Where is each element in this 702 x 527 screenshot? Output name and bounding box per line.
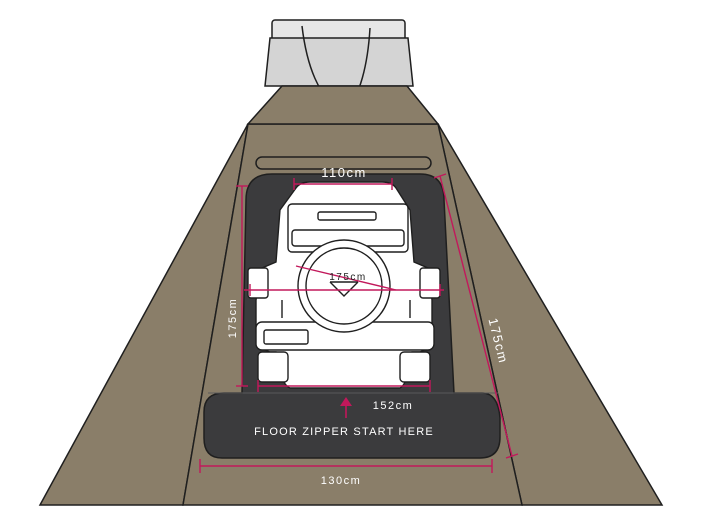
label-width-top: 110cm <box>321 165 367 180</box>
zipper-arrow <box>340 397 352 418</box>
label-height-left: 175cm <box>227 298 239 339</box>
wheel-left-rear <box>257 351 289 383</box>
measure-wheel <box>295 265 397 291</box>
spare-wheel-inner <box>305 247 383 325</box>
tail-light-right <box>419 267 441 299</box>
measurement-lines <box>199 173 519 473</box>
license-plate <box>263 329 309 345</box>
rolled-awning-bar <box>255 156 432 170</box>
vehicle-rear-view <box>247 181 441 389</box>
label-width-bottom-inner: 152cm <box>373 400 414 412</box>
tail-light-left <box>247 267 269 299</box>
label-width-bottom-outer: 130cm <box>321 475 362 487</box>
brake-light <box>317 211 377 221</box>
wheel-right-rear <box>399 351 431 383</box>
measure-right-slant <box>439 175 513 457</box>
rooftop-tent-box <box>264 19 414 109</box>
label-zipper-note: FLOOR ZIPPER START HERE <box>254 426 434 438</box>
label-wheel: 175cm <box>329 272 367 283</box>
tent-top-section <box>246 85 440 125</box>
